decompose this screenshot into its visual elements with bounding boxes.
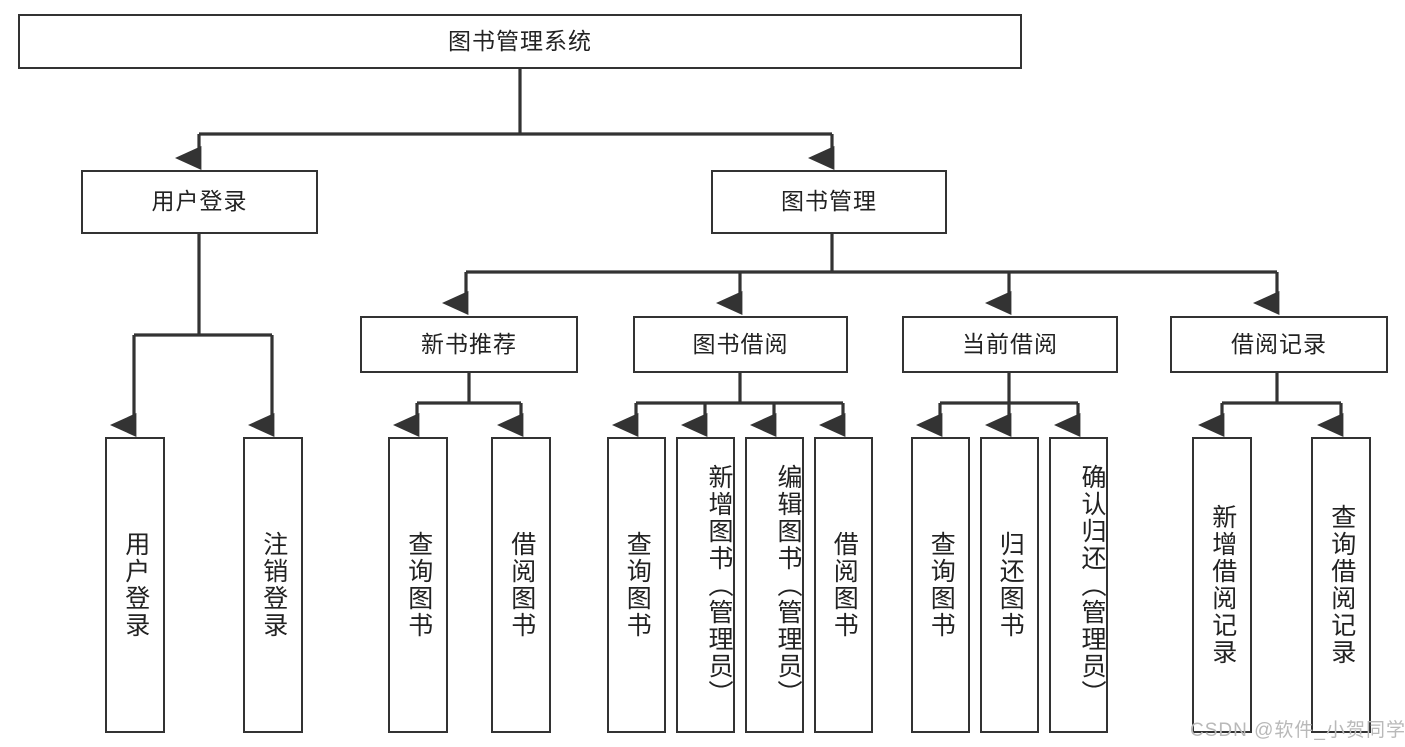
node-label: 新增借阅记录 bbox=[1208, 504, 1237, 666]
node-label: 注销登录 bbox=[259, 531, 288, 639]
leaf-current-confirm-return-admin[interactable]: 确认归还（管理员） bbox=[1049, 437, 1108, 733]
node-label: 查询借阅记录 bbox=[1327, 504, 1356, 666]
node-new-book-recommend[interactable]: 新书推荐 bbox=[360, 316, 578, 373]
leaf-record-query-borrow-record[interactable]: 查询借阅记录 bbox=[1311, 437, 1371, 733]
node-label: 图书管理 bbox=[781, 188, 877, 215]
node-label: 查询图书 bbox=[623, 531, 652, 639]
leaf-current-return-book[interactable]: 归还图书 bbox=[980, 437, 1039, 733]
leaf-recommend-query-book[interactable]: 查询图书 bbox=[388, 437, 448, 733]
node-current-borrow[interactable]: 当前借阅 bbox=[902, 316, 1118, 373]
csdn-watermark: CSDN @软件_小贺同学 bbox=[1190, 715, 1405, 742]
node-label: 借阅图书 bbox=[507, 531, 536, 639]
node-root-book-management-system[interactable]: 图书管理系统 bbox=[18, 14, 1022, 69]
leaf-borrow-query-book[interactable]: 查询图书 bbox=[607, 437, 666, 733]
node-label: 借阅记录 bbox=[1231, 330, 1327, 357]
node-label: 新增图书（管理员） bbox=[705, 463, 733, 707]
leaf-user-login-signin[interactable]: 用户登录 bbox=[105, 437, 165, 733]
leaf-borrow-add-book-admin[interactable]: 新增图书（管理员） bbox=[676, 437, 735, 733]
leaf-current-query-book[interactable]: 查询图书 bbox=[911, 437, 970, 733]
node-book-management[interactable]: 图书管理 bbox=[711, 170, 947, 234]
node-label: 新书推荐 bbox=[421, 330, 517, 357]
watermark-text: CSDN @软件_小贺同学 bbox=[1190, 720, 1405, 741]
node-label: 用户登录 bbox=[151, 188, 248, 215]
node-label: 当前借阅 bbox=[962, 330, 1058, 357]
node-label: 用户登录 bbox=[121, 531, 150, 639]
leaf-user-login-signout[interactable]: 注销登录 bbox=[243, 437, 303, 733]
node-label: 编辑图书（管理员） bbox=[774, 463, 802, 707]
leaf-borrow-borrow-book[interactable]: 借阅图书 bbox=[814, 437, 873, 733]
leaf-recommend-borrow-book[interactable]: 借阅图书 bbox=[491, 437, 551, 733]
node-label: 图书借阅 bbox=[692, 330, 789, 357]
node-label: 查询图书 bbox=[927, 531, 956, 639]
node-user-login[interactable]: 用户登录 bbox=[81, 170, 318, 234]
node-label: 借阅图书 bbox=[830, 531, 859, 639]
leaf-borrow-edit-book-admin[interactable]: 编辑图书（管理员） bbox=[745, 437, 804, 733]
node-label: 图书管理系统 bbox=[448, 27, 592, 54]
node-borrow-record[interactable]: 借阅记录 bbox=[1170, 316, 1388, 373]
node-label: 归还图书 bbox=[996, 531, 1025, 639]
leaf-record-add-borrow-record[interactable]: 新增借阅记录 bbox=[1192, 437, 1252, 733]
node-label: 确认归还（管理员） bbox=[1078, 463, 1106, 707]
node-label: 查询图书 bbox=[404, 531, 433, 639]
node-book-borrow[interactable]: 图书借阅 bbox=[633, 316, 848, 373]
